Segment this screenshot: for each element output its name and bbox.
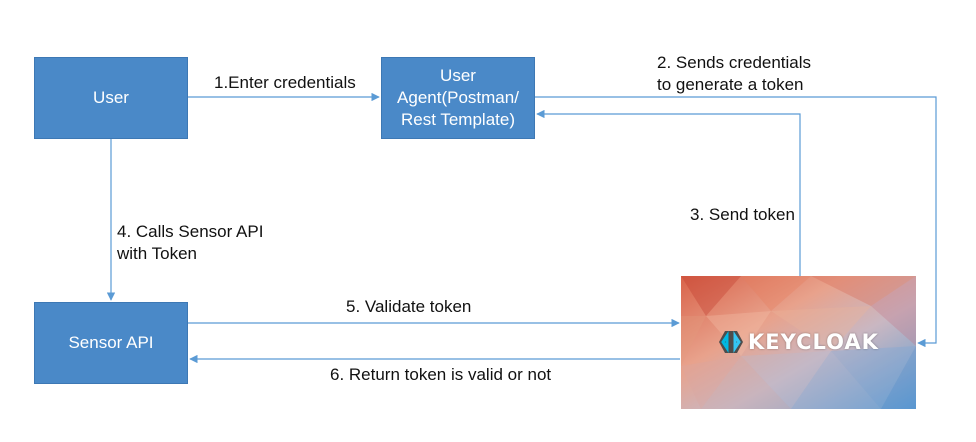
user-agent-node: User Agent(Postman/ Rest Template) [381, 57, 535, 139]
step6-label-line1: 6. Return token is valid or not [330, 365, 552, 384]
step1-label: 1.Enter credentials [214, 72, 356, 94]
user-agent-label-line2: Agent(Postman/ [397, 88, 519, 107]
sensor-api-label: Sensor API [68, 333, 154, 352]
step3-label-line1: 3. Send token [690, 205, 795, 224]
step3-label: 3. Send token [690, 204, 795, 226]
step4-label-line1: 4. Calls Sensor API [117, 222, 264, 241]
keycloak-logo: KEYCLOAK [718, 329, 879, 355]
arrow-step3 [536, 109, 801, 276]
user-node-label: User [93, 88, 129, 107]
step1-label-line1: 1.Enter credentials [214, 73, 356, 92]
step2-label-line2: to generate a token [657, 75, 804, 94]
step5-label-line1: 5. Validate token [346, 297, 472, 316]
user-node: User [34, 57, 188, 139]
user-agent-label-line1: User [440, 66, 476, 85]
step4-label: 4. Calls Sensor API with Token [117, 221, 263, 265]
user-agent-label-line3: Rest Template) [400, 110, 515, 129]
step2-label: 2. Sends credentials to generate a token [657, 52, 811, 96]
keycloak-background [681, 276, 916, 409]
step2-label-line1: 2. Sends credentials [657, 53, 812, 72]
keycloak-image: KEYCLOAK [681, 276, 916, 409]
keycloak-logo-text: KEYCLOAK [748, 330, 879, 354]
step5-label: 5. Validate token [346, 296, 471, 318]
sensor-api-node: Sensor API [34, 302, 188, 384]
step4-label-line2: with Token [117, 244, 198, 263]
step6-label: 6. Return token is valid or not [330, 364, 551, 386]
keycloak-hexagon-icon [719, 331, 743, 353]
arrow-step2 [534, 96, 937, 348]
